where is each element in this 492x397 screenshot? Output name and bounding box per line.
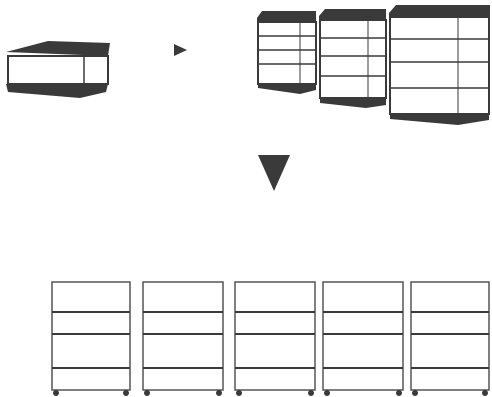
cabinet-caster	[324, 390, 330, 396]
stack-small	[257, 11, 317, 94]
stack-medium-top	[319, 9, 386, 20]
stack-small-body	[257, 21, 317, 85]
cabinet-1	[51, 281, 131, 396]
cabinet-4	[322, 281, 404, 396]
cabinet-body	[142, 281, 224, 391]
single-unit-front	[7, 55, 109, 85]
cabinet-caster	[216, 390, 222, 396]
cabinet-body	[410, 281, 490, 391]
cabinet-caster	[236, 390, 242, 396]
stack-large-base	[390, 114, 489, 125]
cabinet-body	[234, 281, 316, 391]
stack-small-top	[257, 11, 316, 22]
stack-large	[389, 5, 490, 125]
cabinet-caster	[144, 390, 150, 396]
triangle-right-icon	[174, 44, 187, 56]
cabinet-caster	[396, 390, 402, 396]
stack-medium-base	[320, 98, 386, 108]
single-unit-top	[6, 41, 110, 56]
stack-medium	[319, 9, 387, 108]
cabinet-caster	[412, 390, 418, 396]
single-unit-base	[6, 84, 108, 98]
stack-medium-body	[319, 19, 387, 99]
stack-large-top	[389, 5, 490, 17]
cabinet-caster	[53, 390, 59, 396]
cabinet-caster	[308, 390, 314, 396]
cabinet-body	[51, 281, 131, 391]
stack-small-base	[258, 84, 316, 94]
cabinet-3	[234, 281, 316, 396]
cabinet-2	[142, 281, 224, 396]
stack-large-body	[389, 16, 490, 115]
cabinet-caster	[482, 390, 488, 396]
cabinet-5	[410, 281, 490, 396]
single-drawer-unit	[6, 41, 110, 98]
cabinet-caster	[123, 390, 129, 396]
triangle-down-icon	[258, 155, 290, 191]
cabinet-body	[322, 281, 404, 391]
